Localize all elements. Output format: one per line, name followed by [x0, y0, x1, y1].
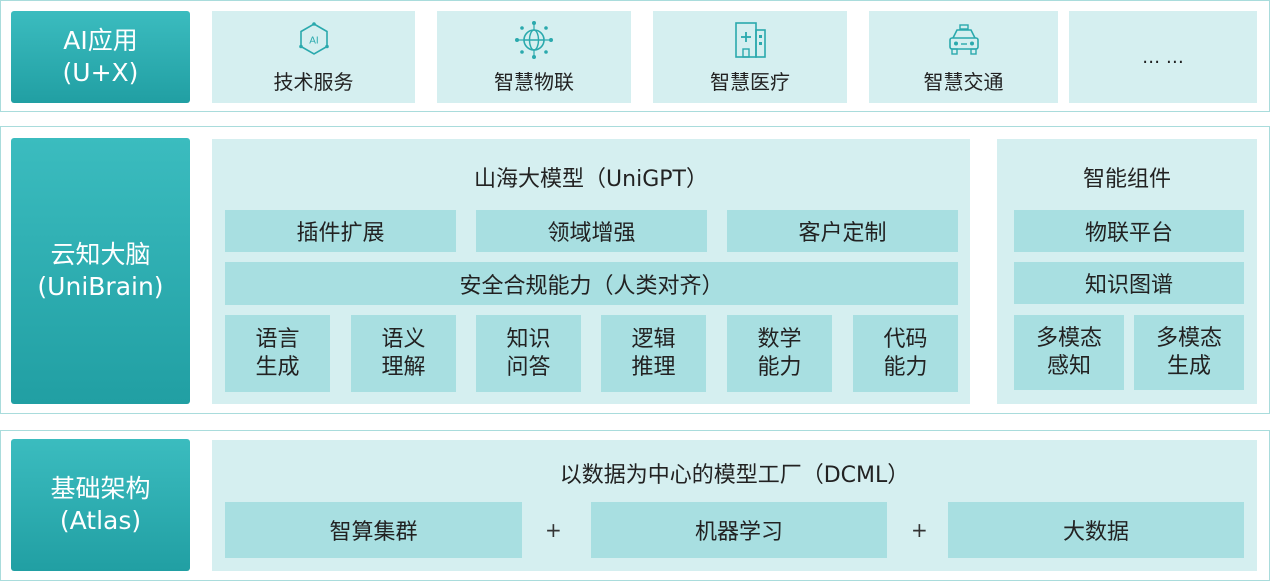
app-card-label: 智慧物联 — [494, 69, 574, 94]
brain-layer-title: 云知大脑 — [50, 240, 151, 269]
ai-chip-icon: AI — [298, 21, 329, 55]
ability-line-1: 语义 — [381, 326, 426, 352]
brain-layer-subtitle: (UniBrain) — [37, 272, 164, 301]
infra-layer-subtitle: (Atlas) — [59, 506, 142, 535]
multimodal-line-1: 多模态 — [1035, 325, 1102, 351]
infra-layer-label: 基础架构 (Atlas) — [11, 439, 190, 571]
app-card-label: 智慧医疗 — [710, 69, 790, 94]
hospital-icon — [735, 21, 766, 58]
app-layer-title: AI应用 — [63, 26, 138, 55]
multimodal-line-2: 生成 — [1166, 353, 1211, 379]
app-layer-label: AI应用 (U+X) — [11, 11, 190, 103]
ability-box: 语义 理解 — [351, 315, 456, 392]
app-card-label: 技术服务 — [273, 69, 354, 94]
safety-alignment-box: 安全合规能力（人类对齐） — [225, 262, 958, 305]
unigpt-title: 山海大模型（UniGPT） — [474, 167, 708, 192]
app-layer-subtitle: (U+X) — [62, 58, 139, 87]
brain-layer-label: 云知大脑 (UniBrain) — [11, 138, 190, 404]
ability-box: 知识 问答 — [476, 315, 581, 392]
app-card-tech-service: AI 技术服务 — [212, 11, 415, 103]
ability-box: 语言 生成 — [225, 315, 330, 392]
ability-line-1: 逻辑 — [631, 326, 676, 352]
ability-line-1: 数学 — [757, 326, 802, 352]
multimodal-line-1: 多模态 — [1155, 325, 1222, 351]
ability-line-1: 知识 — [506, 326, 551, 352]
multimodal-perception-box: 多模态 感知 — [1014, 315, 1124, 390]
machine-learning-box: 机器学习 — [591, 502, 887, 558]
ability-line-2: 理解 — [381, 354, 426, 380]
app-card-label: 智慧交通 — [923, 69, 1004, 94]
plus-sign: + — [911, 518, 928, 542]
dcml-title: 以数据为中心的模型工厂（DCML） — [559, 463, 910, 488]
app-card-smart-iot: 智慧物联 — [437, 11, 631, 103]
knowledge-graph-box: 知识图谱 — [1014, 262, 1244, 304]
ability-line-2: 生成 — [255, 354, 300, 380]
customer-custom-box: 客户定制 — [727, 210, 958, 252]
app-card-smart-traffic: 智慧交通 — [869, 11, 1058, 103]
domain-enhance-box: 领域增强 — [476, 210, 707, 252]
car-icon — [948, 23, 979, 55]
svg-text:AI: AI — [309, 35, 318, 46]
plus-sign: + — [545, 518, 562, 542]
compute-cluster-box: 智算集群 — [225, 502, 522, 558]
more-ellipsis: … … — [1142, 46, 1184, 68]
multimodal-generation-box: 多模态 生成 — [1134, 315, 1244, 390]
app-layer-band — [0, 0, 1270, 112]
iot-platform-box: 物联平台 — [1014, 210, 1244, 252]
ability-line-1: 语言 — [255, 326, 300, 352]
ability-box: 代码 能力 — [853, 315, 958, 392]
ability-line-2: 能力 — [757, 354, 802, 380]
ability-line-2: 推理 — [631, 354, 676, 380]
infra-layer-title: 基础架构 — [50, 474, 151, 503]
ability-line-1: 代码 — [883, 326, 928, 352]
app-card-more: … … — [1069, 11, 1257, 103]
globe-network-icon — [515, 20, 553, 59]
ability-line-2: 问答 — [506, 354, 551, 380]
app-card-smart-medical: 智慧医疗 — [653, 11, 847, 103]
ability-box: 数学 能力 — [727, 315, 832, 392]
big-data-box: 大数据 — [948, 502, 1244, 558]
ability-line-2: 能力 — [883, 354, 928, 380]
components-title: 智能组件 — [1082, 167, 1171, 192]
ability-box: 逻辑 推理 — [601, 315, 706, 392]
multimodal-line-2: 感知 — [1046, 353, 1091, 379]
plugin-extension-box: 插件扩展 — [225, 210, 456, 252]
